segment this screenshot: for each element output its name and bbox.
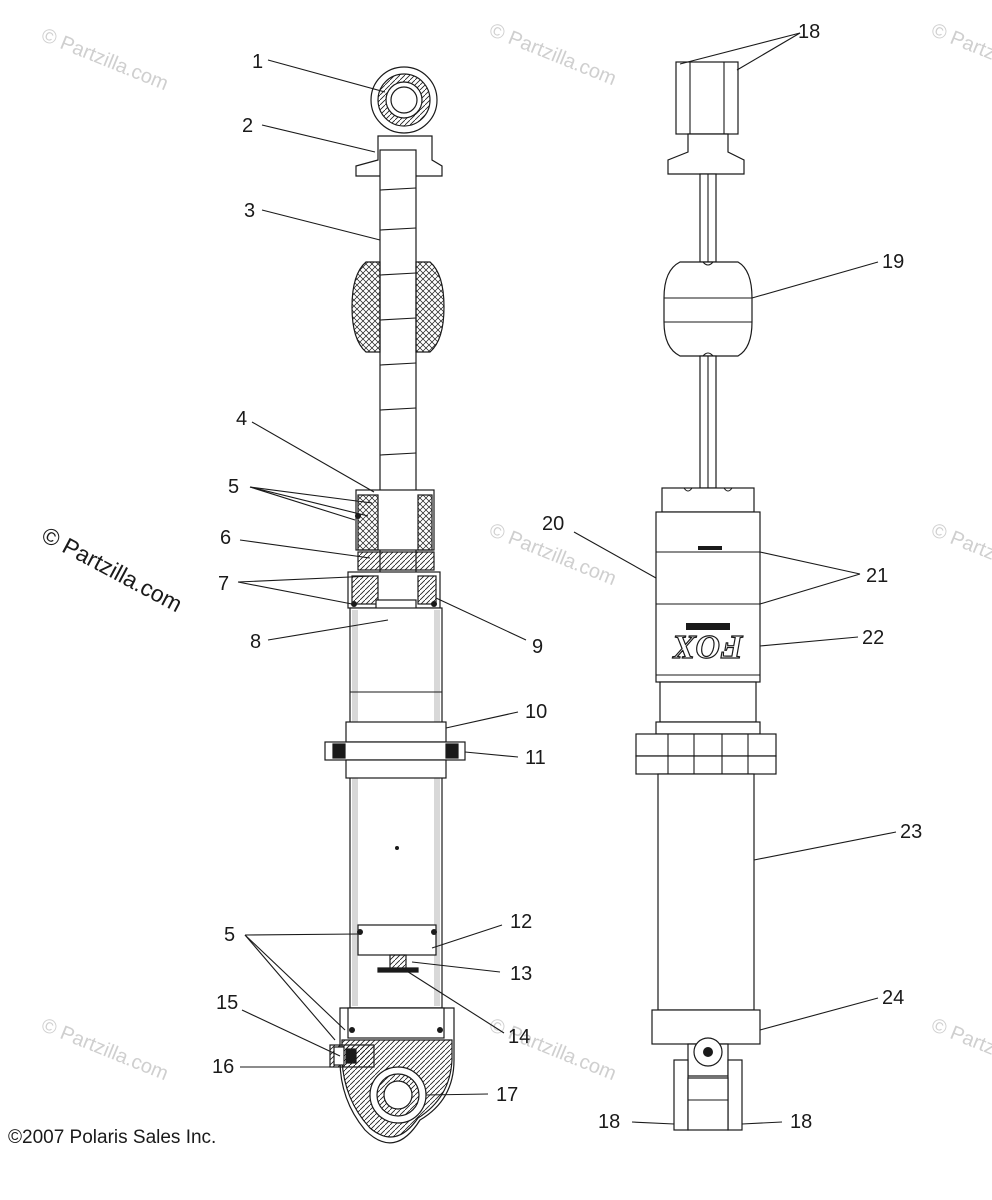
callout-15: 15 <box>216 992 238 1014</box>
watermark: © Partzilla.com <box>928 19 992 90</box>
callout-5-top: 5 <box>228 476 239 498</box>
callout-12: 12 <box>510 911 532 933</box>
callout-10: 10 <box>525 701 547 723</box>
callout-22: 22 <box>862 627 884 649</box>
callout-3: 3 <box>244 200 255 222</box>
callout-4: 4 <box>236 408 247 430</box>
callout-numbers: 1 2 3 4 5 6 7 8 9 10 11 12 13 14 5 15 16… <box>212 21 922 1133</box>
callout-13: 13 <box>510 963 532 985</box>
watermark: © Partzilla.com <box>486 19 619 90</box>
callout-16: 16 <box>212 1056 234 1078</box>
callout-6: 6 <box>220 527 231 549</box>
callout-21: 21 <box>866 565 888 587</box>
fox-logo: FOX <box>671 623 745 666</box>
callout-17: 17 <box>496 1084 518 1106</box>
callout-18-bottom-left: 18 <box>598 1111 620 1133</box>
callout-8: 8 <box>250 631 261 653</box>
callout-14: 14 <box>508 1026 530 1048</box>
callout-5-bottom: 5 <box>224 924 235 946</box>
leader-lines <box>237 32 897 1125</box>
callout-9: 9 <box>532 636 543 658</box>
watermark: © Partzilla.com <box>928 519 992 590</box>
left-shock-section <box>324 66 466 1144</box>
right-shock-exterior: FOX <box>635 61 777 1131</box>
callout-23: 23 <box>900 821 922 843</box>
copyright-notice: ©2007 Polaris Sales Inc. <box>8 1127 217 1148</box>
callout-2: 2 <box>242 115 253 137</box>
callout-1: 1 <box>252 51 263 73</box>
watermark: © Partzilla.com <box>38 1014 171 1085</box>
callout-20: 20 <box>542 513 564 535</box>
callout-18-bottom-right: 18 <box>790 1111 812 1133</box>
watermark: © Partzilla.com <box>928 1014 992 1085</box>
watermark: © Partzilla.com <box>486 1014 619 1085</box>
callout-11: 11 <box>525 747 546 769</box>
callout-7: 7 <box>218 573 229 595</box>
callout-18-top: 18 <box>798 21 820 43</box>
callout-19: 19 <box>882 251 904 273</box>
partzilla-watermark: © Partzilla.com <box>38 521 187 617</box>
callout-24: 24 <box>882 987 904 1009</box>
svg-text:FOX: FOX <box>672 628 744 665</box>
watermark: © Partzilla.com <box>38 24 171 95</box>
